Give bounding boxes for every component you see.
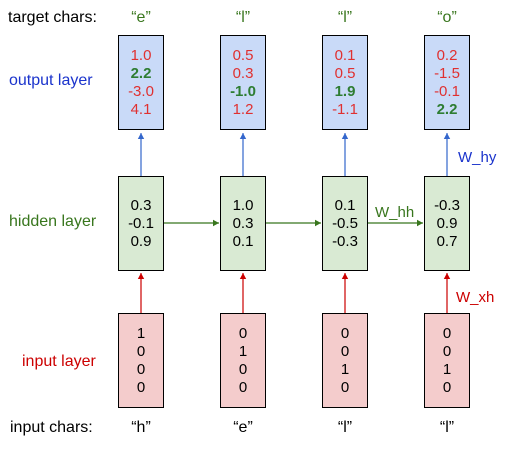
input-char: “e”	[233, 419, 253, 436]
input-value: 0	[136, 342, 146, 360]
hidden-value: -0.3	[332, 232, 358, 250]
output-value: 1.9	[334, 82, 356, 100]
input-value: 0	[340, 342, 350, 360]
output-value: 0.5	[334, 64, 356, 82]
input-value: 0	[238, 378, 248, 396]
output-value: 0.2	[436, 46, 458, 64]
output-value: -0.1	[434, 82, 460, 100]
input-value: 1	[136, 324, 146, 342]
hidden-value: 0.3	[130, 196, 152, 214]
output-value: 0.3	[232, 64, 254, 82]
hidden-value: 0.1	[232, 232, 254, 250]
target-char: “l”	[235, 9, 251, 26]
input-char: “l”	[337, 419, 353, 436]
input-value: 0	[442, 324, 452, 342]
output-value: 0.1	[334, 46, 356, 64]
w-hh-label: W_hh	[375, 204, 415, 221]
input-value: 1	[238, 342, 248, 360]
hidden-value: 0.7	[436, 232, 458, 250]
input-value: 0	[442, 378, 452, 396]
output-value: 2.2	[436, 100, 458, 118]
input-value: 1	[442, 360, 452, 378]
input-char: “h”	[131, 419, 151, 436]
hidden-to-output-arrow	[341, 133, 349, 176]
input-chars-label: input chars:	[10, 419, 93, 436]
hidden-to-output-arrow	[137, 133, 145, 176]
input-value: 0	[340, 324, 350, 342]
output-value: 4.1	[130, 100, 152, 118]
hidden-value: 1.0	[232, 196, 254, 214]
input-layer-label: input layer	[22, 353, 96, 370]
output-layer-label: output layer	[9, 72, 93, 89]
hidden-layer-label: hidden layer	[9, 213, 97, 230]
input-value: 0	[136, 378, 146, 396]
hidden-to-output-arrow	[239, 133, 247, 176]
input-to-hidden-arrow	[239, 273, 247, 313]
output-value: 0.5	[232, 46, 254, 64]
output-value: -1.5	[434, 64, 460, 82]
hidden-value: 0.9	[130, 232, 152, 250]
hidden-to-hidden-arrow	[368, 219, 423, 227]
w-xh-label: W_xh	[456, 289, 495, 306]
input-value: 0	[238, 324, 248, 342]
hidden-value: -0.1	[128, 214, 154, 232]
hidden-to-hidden-arrow	[164, 219, 219, 227]
output-value: -1.0	[230, 82, 256, 100]
output-value: -1.1	[332, 100, 358, 118]
hidden-to-hidden-arrow	[266, 219, 321, 227]
output-value: 2.2	[130, 64, 152, 82]
hidden-value: -0.5	[332, 214, 358, 232]
target-char: “o”	[437, 9, 457, 26]
target-char: “l”	[337, 9, 353, 26]
target-chars-label: target chars:	[8, 9, 97, 26]
hidden-vector: 0.1-0.5-0.3	[322, 176, 368, 271]
input-to-hidden-arrow	[443, 273, 451, 313]
w-hy-label: W_hy	[458, 149, 497, 166]
input-to-hidden-arrow	[137, 273, 145, 313]
hidden-value: 0.9	[436, 214, 458, 232]
output-value: 1.0	[130, 46, 152, 64]
input-value: 0	[136, 360, 146, 378]
input-value: 0	[238, 360, 248, 378]
target-char: “e”	[131, 9, 151, 26]
input-value: 1	[340, 360, 350, 378]
hidden-value: 0.1	[334, 196, 356, 214]
input-value: 0	[442, 342, 452, 360]
hidden-value: 0.3	[232, 214, 254, 232]
input-char: “l”	[439, 419, 455, 436]
hidden-to-output-arrow	[443, 133, 451, 176]
input-to-hidden-arrow	[341, 273, 349, 313]
input-value: 0	[340, 378, 350, 396]
hidden-value: -0.3	[434, 196, 460, 214]
output-value: 1.2	[232, 100, 254, 118]
output-value: -3.0	[128, 82, 154, 100]
